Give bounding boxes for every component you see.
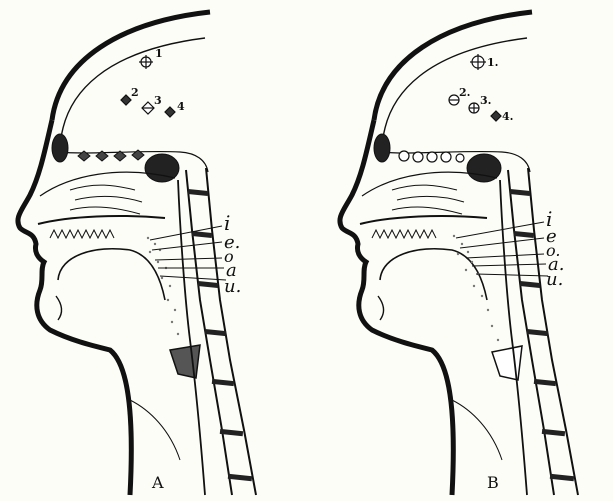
larynx: [170, 345, 200, 378]
lower-lip: [56, 296, 62, 320]
hard-palate: [360, 216, 487, 224]
teeth-upper: [50, 230, 114, 238]
marker-1: [139, 55, 153, 69]
point-label-1: 1: [155, 47, 163, 60]
pharynx-shading: [453, 235, 499, 341]
lower-lip: [378, 296, 384, 320]
face-profile: [340, 120, 453, 495]
face-profile: [18, 120, 131, 495]
nasal-turbinate: [392, 185, 457, 190]
vowel-label-u: u.: [546, 269, 563, 290]
pharynx-shading: [147, 237, 179, 335]
vertebrae: [188, 189, 252, 481]
marker-2: [449, 95, 459, 105]
nasal-turbinate: [397, 196, 464, 202]
larynx: [492, 346, 522, 380]
marker-3: [469, 103, 479, 113]
vowel-label-u: u.: [224, 276, 241, 297]
marker-4: [491, 111, 501, 121]
nasal-turbinate: [70, 207, 140, 214]
nasal-turbinate: [70, 185, 135, 190]
point-label-4: 4: [177, 100, 185, 113]
tongue: [380, 249, 487, 300]
point-label-3: 3: [154, 94, 162, 107]
hard-palate: [38, 216, 165, 224]
point-label-2: 2: [131, 86, 139, 99]
frontal-sinus: [374, 134, 390, 162]
point-label-4: 4.: [502, 110, 513, 123]
marker-2: [121, 95, 131, 105]
neck-back: [130, 400, 180, 460]
brain-line: [382, 38, 527, 150]
vertebrae: [510, 189, 574, 481]
panel-b: [340, 12, 578, 495]
frontal-sinus: [52, 134, 68, 162]
panel-a: [18, 12, 256, 495]
neck-back: [452, 400, 502, 460]
panel-caption-a: A: [151, 473, 164, 492]
marker-points: [121, 55, 175, 117]
point-label-2: 2.: [459, 86, 470, 99]
tongue: [58, 249, 165, 300]
marker-4: [165, 107, 175, 117]
point-label-1: 1.: [487, 56, 498, 69]
point-label-3: 3.: [480, 94, 491, 107]
marker-1: [470, 54, 486, 70]
teeth-upper: [372, 230, 436, 238]
panel-caption-b: B: [487, 473, 499, 492]
skull-outline: [52, 12, 210, 120]
marker-3: [142, 102, 154, 114]
nasal-turbinate: [75, 196, 142, 202]
nasal-turbinate: [392, 207, 462, 214]
